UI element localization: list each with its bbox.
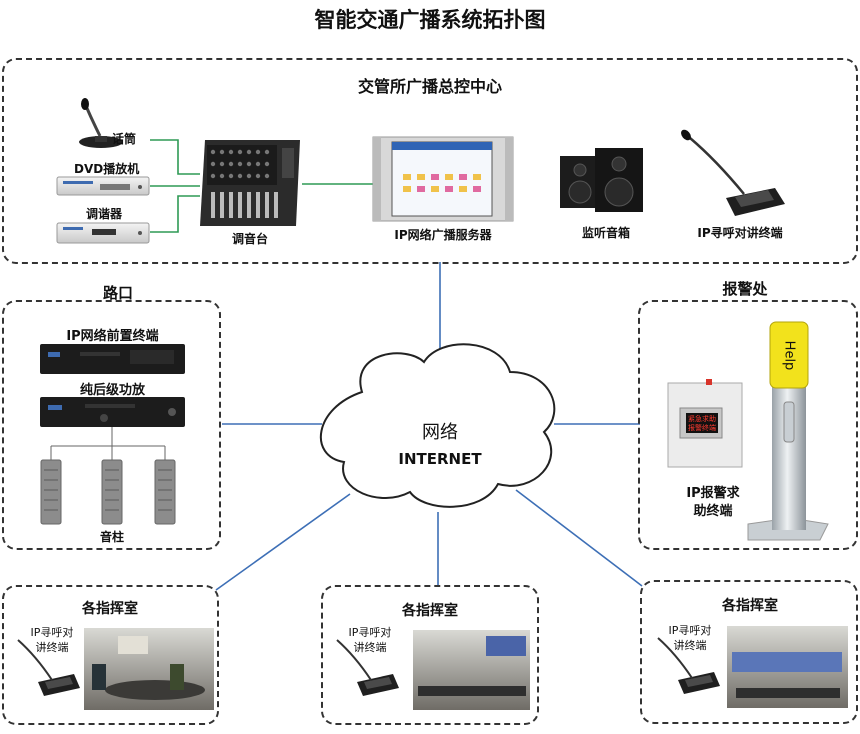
audio-links — [150, 139, 375, 233]
network-links — [215, 262, 643, 591]
server-label: IP网络广播服务器 — [394, 228, 492, 242]
front-terminal-icon — [40, 344, 185, 374]
network-cloud-icon — [319, 343, 556, 508]
intercom-label-3: IP寻呼对 — [668, 624, 712, 637]
dvd-player-icon — [56, 176, 150, 196]
intercom-label-2b: 讲终端 — [353, 641, 387, 654]
tuner-label: 调谐器 — [86, 207, 123, 221]
alarm-panel-text-2: 报警终端 — [688, 424, 716, 432]
intercom-label-2: IP寻呼对 — [348, 626, 392, 639]
command-room-photo — [413, 630, 530, 710]
help-pole-icon — [747, 321, 829, 541]
command-room-photo — [727, 626, 848, 708]
command-room-box-2 — [321, 585, 539, 725]
paging-intercom-icon — [681, 129, 785, 216]
speaker-column-icon — [40, 459, 176, 525]
speaker-column-label: 音柱 — [99, 530, 124, 544]
paging-intercom-icon — [657, 637, 720, 694]
network-label: 网络 — [422, 422, 458, 443]
monitor-speakers-icon — [560, 148, 643, 212]
tuner-icon — [56, 222, 150, 244]
link-room3-network — [515, 489, 643, 587]
paging-intercom-icon — [336, 639, 399, 696]
alarm-terminal-icon — [667, 379, 743, 468]
command-room-title-1: 各指挥室 — [82, 601, 138, 617]
server-icon — [372, 136, 514, 222]
command-room-title-3: 各指挥室 — [722, 598, 778, 614]
intercom-label-3b: 讲终端 — [673, 639, 707, 652]
link-room1-network — [215, 493, 351, 591]
alarm-title: 报警处 — [722, 280, 768, 298]
alarm-terminal-label-2: 助终端 — [693, 504, 733, 519]
dvd-label: DVD播放机 — [74, 162, 140, 176]
network-sublabel: INTERNET — [398, 450, 482, 468]
paging-intercom-icon — [17, 639, 80, 696]
intersection-title: 路口 — [102, 284, 133, 302]
amplifier-label: 纯后级功放 — [79, 383, 145, 398]
intersection-box — [2, 300, 221, 550]
front-terminal-label: IP网络前置终端 — [66, 329, 159, 344]
alarm-panel-text-1: 紧急求助 — [688, 415, 716, 423]
alarm-box — [638, 300, 858, 550]
control-center-title: 交管所广播总控中心 — [357, 77, 502, 96]
mixer-label: 调音台 — [231, 232, 268, 246]
monitor-speakers-label: 监听音箱 — [581, 226, 630, 240]
intercom-label-1b: 讲终端 — [35, 641, 69, 654]
link-mic-mixer — [150, 139, 200, 175]
alarm-terminal-label-1: IP报警求 — [686, 486, 740, 501]
pole-help-text: Help — [781, 340, 797, 371]
command-room-box-1 — [2, 585, 219, 725]
intercom-label-1: IP寻呼对 — [30, 626, 74, 639]
control-center-box — [2, 58, 858, 264]
mixer-icon — [200, 140, 300, 226]
microphone-label: 话筒 — [112, 132, 137, 146]
microphone-icon — [79, 98, 123, 148]
intercom-label: IP寻呼对讲终端 — [697, 226, 783, 240]
command-room-box-3 — [640, 580, 858, 724]
command-room-title-2: 各指挥室 — [402, 603, 458, 619]
speaker-wires — [50, 427, 166, 460]
page-title: 智能交通广播系统拓扑图 — [314, 8, 546, 32]
link-tuner-mixer — [150, 195, 200, 233]
command-room-photo — [84, 628, 214, 710]
amplifier-icon — [40, 397, 185, 427]
